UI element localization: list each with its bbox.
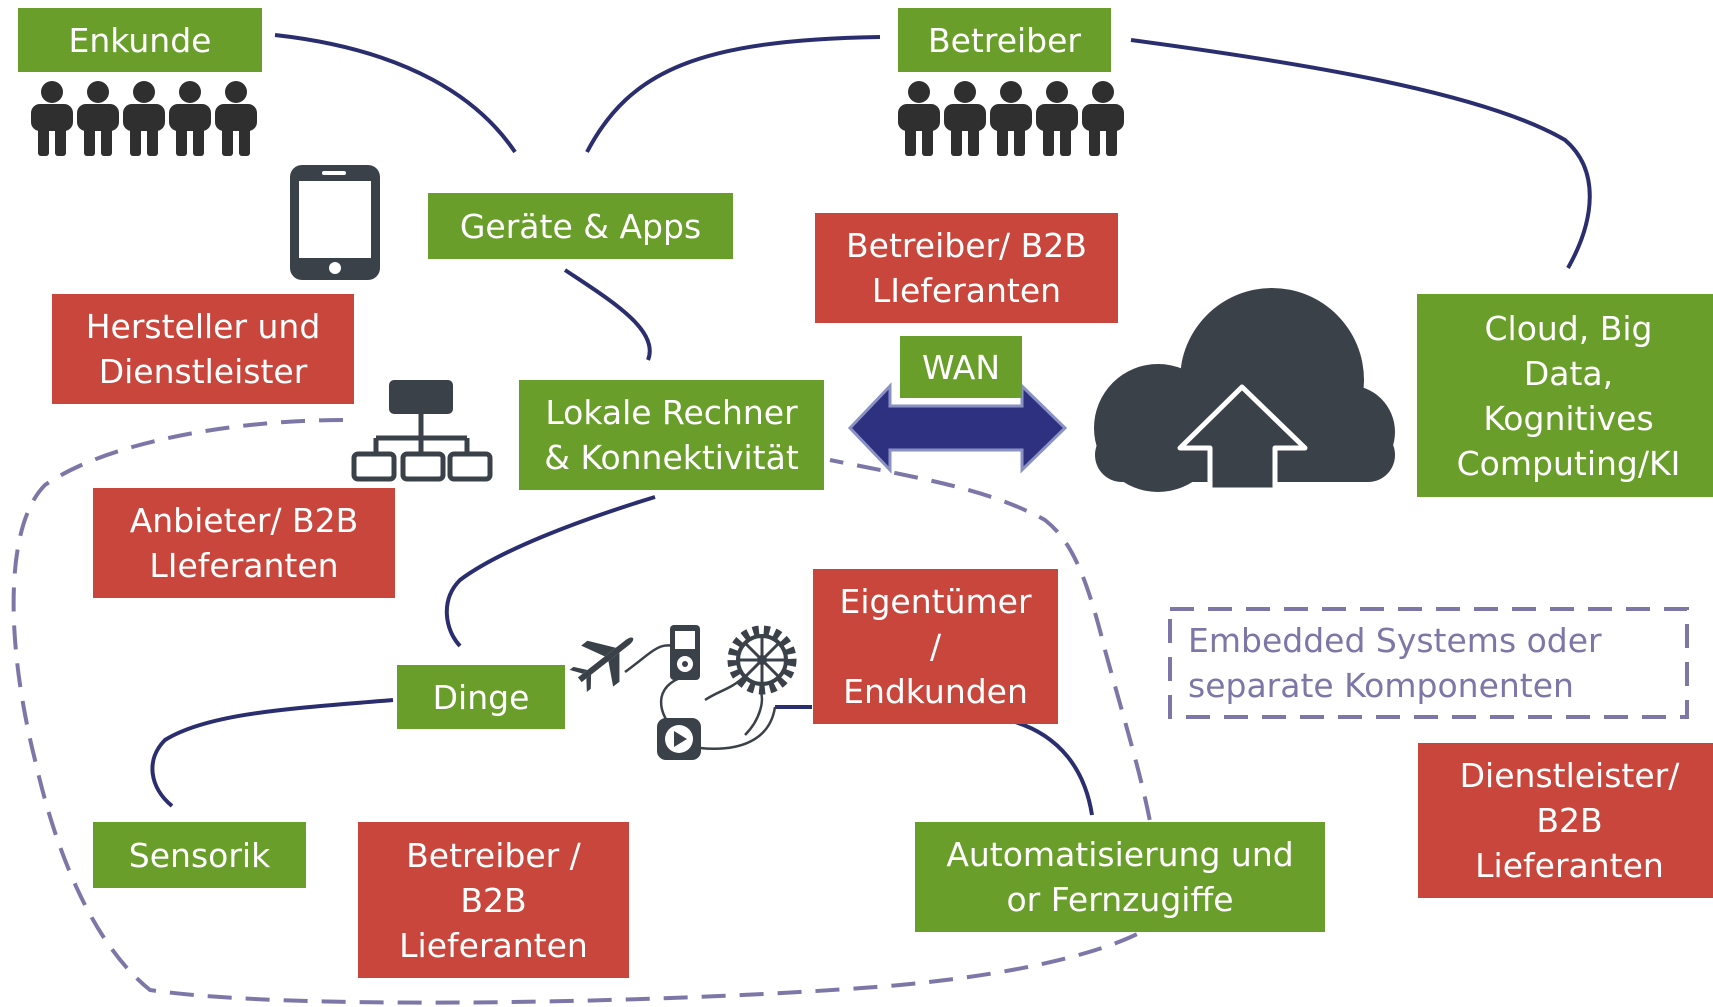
gear-icon [727,625,797,695]
node-eigentuemer: Eigentümer / Endkunden [813,569,1058,724]
play-button-icon [657,718,701,760]
cloud-upload-icon [1094,288,1395,493]
connector-betreiber-cloud [1130,38,1592,269]
node-betreiber-b2b-2: Betreiber / B2B Lieferanten [358,822,629,978]
node-betreiber: Betreiber [898,8,1111,72]
node-wan: WAN [900,336,1022,398]
node-hersteller-label: Hersteller und Dienstleister [85,307,321,391]
tablet-icon [290,165,380,280]
node-endkunde-label: Enkunde [68,20,212,60]
node-automatisierung: Automatisierung und or Fernzugiffe [915,822,1325,932]
legend-embedded-systems: Embedded Systems oder separate Komponent… [1168,607,1689,719]
node-dienstleister-b2b-label: Dienstleister/ B2B Lieferanten [1459,756,1680,885]
node-cloud-label: Cloud, Big Data, Kognitives Computing/KI [1456,308,1681,483]
connector-endkunde-geraete [274,33,517,154]
node-geraete-apps: Geräte & Apps [428,193,733,259]
connector-eigentuemer-automatisierung [1011,719,1094,816]
node-betreiber-label: Betreiber [927,20,1081,60]
node-automatisierung-label: Automatisierung und or Fernzugiffe [946,835,1294,919]
node-eigentuemer-label: Eigentümer / Endkunden [839,582,1032,711]
node-betreiber-b2b-2-label: Betreiber / B2B Lieferanten [399,835,588,965]
connector-lokale-dinge [444,495,656,648]
node-cloud: Cloud, Big Data, Kognitives Computing/KI [1417,294,1713,497]
people-group-icon [898,81,1124,156]
node-lokale-rechner: Lokale Rechner & Konnektivität [519,380,824,490]
node-anbieter-b2b: Anbieter/ B2B LIeferanten [93,488,395,598]
legend-label: Embedded Systems oder separate Komponent… [1188,621,1602,705]
person-icon [31,81,73,156]
node-betreiber-b2b: Betreiber/ B2B LIeferanten [815,213,1118,323]
node-dinge: Dinge [397,665,565,729]
node-sensorik-label: Sensorik [128,835,271,875]
airplane-icon [569,637,634,692]
node-betreiber-b2b-label: Betreiber/ B2B LIeferanten [846,226,1087,310]
node-sensorik: Sensorik [93,822,306,888]
connector-betreiber-geraete [585,35,881,153]
node-dinge-label: Dinge [432,677,530,717]
node-wan-label: WAN [921,347,1001,387]
node-geraete-apps-label: Geräte & Apps [459,206,702,246]
node-dienstleister-b2b: Dienstleister/ B2B Lieferanten [1418,743,1713,898]
connector-dinge-sensorik [150,698,394,808]
node-hersteller: Hersteller und Dienstleister [52,294,354,404]
people-group-icon [31,81,257,156]
node-lokale-rechner-label: Lokale Rechner & Konnektivität [544,393,799,477]
music-player-icon [670,625,700,680]
connector-lines [150,33,1592,816]
double-arrow-icon [847,382,1068,474]
connector-geraete-lokale [563,268,652,361]
network-hierarchy-icon [351,380,493,482]
legend-dashed-border [1168,607,1689,719]
node-endkunde: Enkunde [18,8,262,72]
node-anbieter-b2b-label: Anbieter/ B2B LIeferanten [129,501,359,585]
